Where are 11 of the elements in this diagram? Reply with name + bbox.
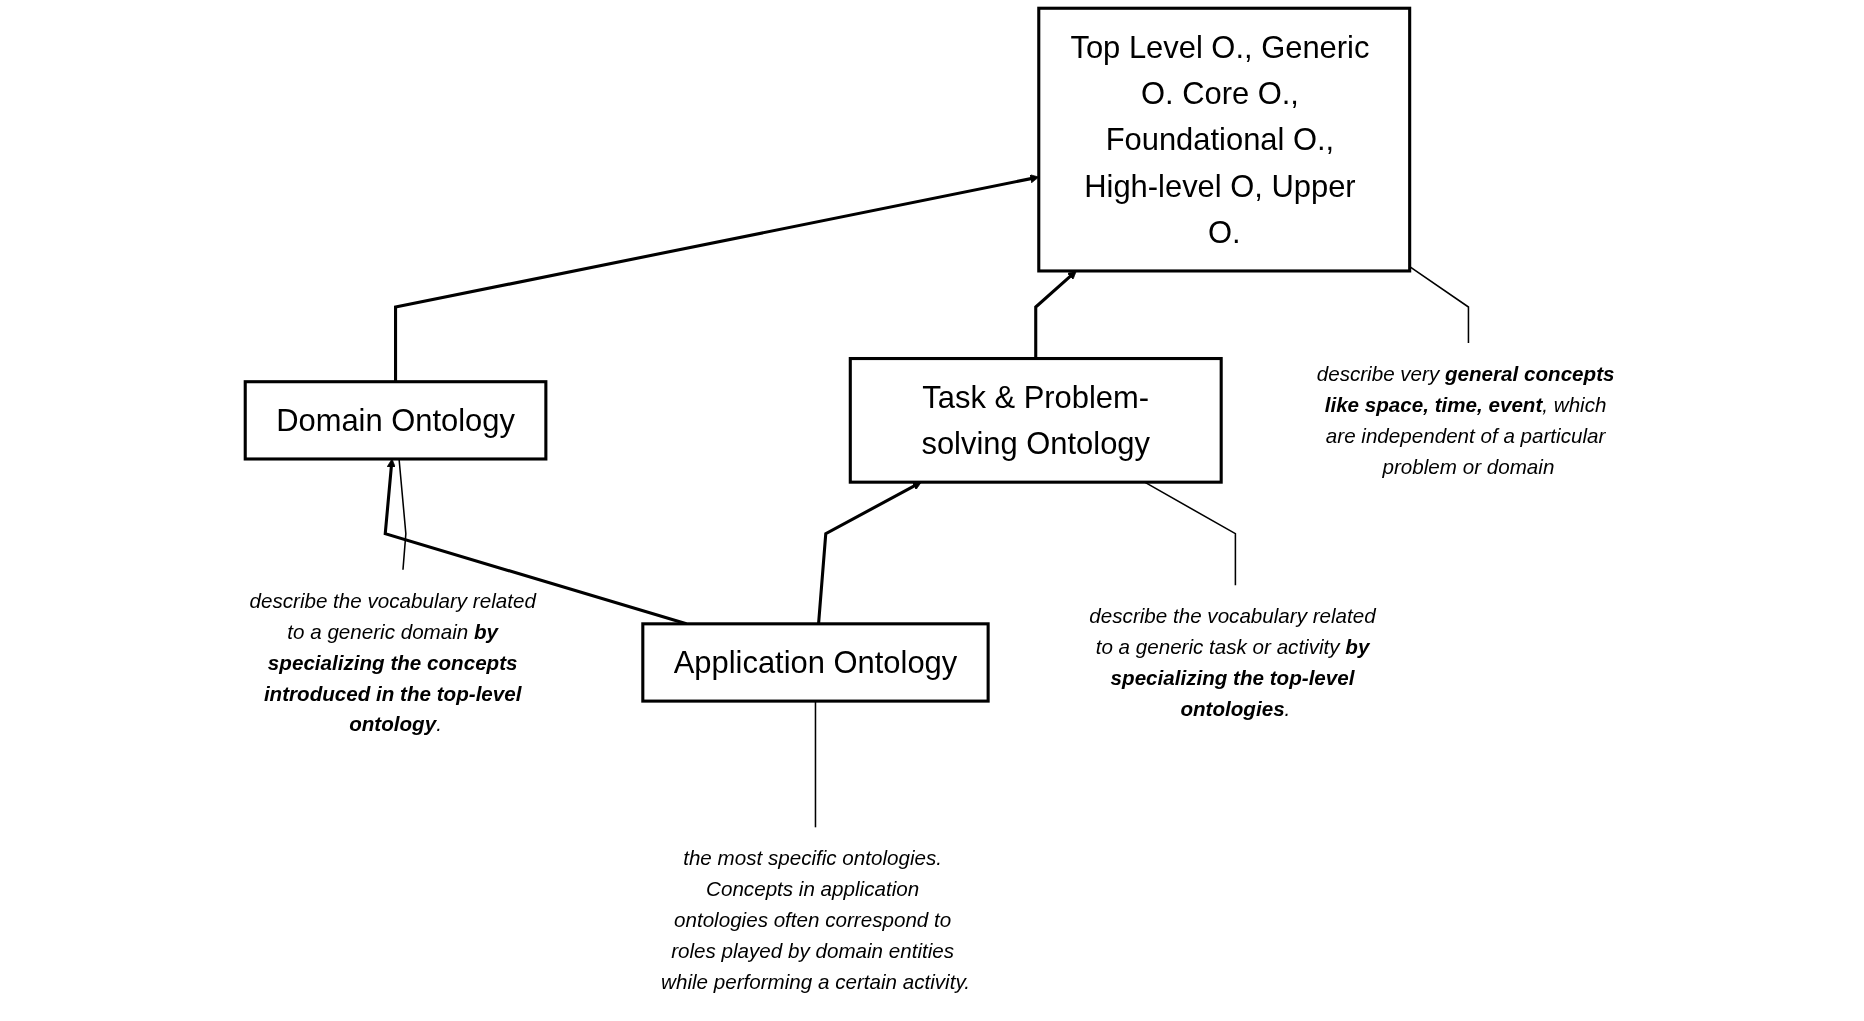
node-text: describe the vocabulary related to a generic domain by specializing the concepts introduced in the top-level ontology.: [249, 589, 536, 736]
node-text: describe the vocabulary related to a generic task or activity by specializing the top-level ontologies.: [1089, 604, 1376, 721]
connector: [1408, 265, 1470, 344]
node-box: Task & Problem-solving Ontology: [848, 357, 1223, 484]
node-text: the most specific ontologies. Concepts in application ontologies often correspond to roles played by domain entities while performing a certain activity.: [661, 846, 970, 994]
node-box: Top Level O., Generic O. Core O., Foundational O., High-level O, Upper O.: [1037, 6, 1412, 273]
connector: [398, 458, 407, 571]
arrow: [1034, 270, 1077, 359]
node-text: describe very general concepts like space, time, event, which are independent of a particular problem or domain: [1316, 362, 1615, 479]
node-box: Domain Ontology: [243, 380, 548, 461]
node-box: Application Ontology: [641, 622, 990, 703]
